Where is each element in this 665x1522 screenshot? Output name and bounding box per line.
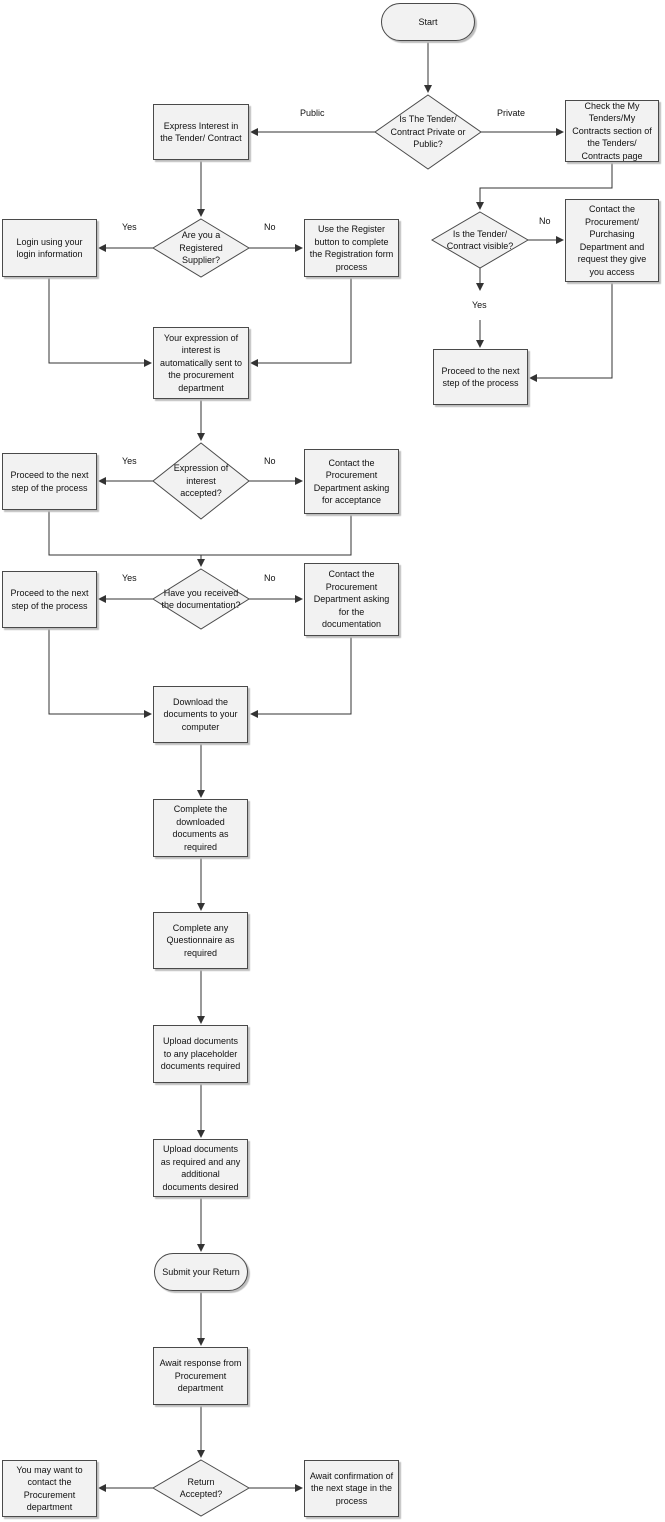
decision-return-shape: [152, 1459, 250, 1517]
connector-check-to-visible: [476, 162, 613, 210]
contact-purchasing-box: Contact the Procurement/ Purchasing Depa…: [565, 199, 659, 282]
await-confirmation-box: Await confirmation of the next stage in …: [304, 1460, 399, 1517]
decision-registered: Are you a Registered Supplier?: [179, 230, 223, 266]
questionnaire-box: Complete any Questionnaire as required: [153, 912, 248, 969]
decision-private-public-shape: [374, 94, 482, 170]
check-my-tenders-box: Check the My Tenders/My Contracts sectio…: [565, 100, 659, 162]
connector-acceptance-merge-right: [201, 514, 352, 556]
proceed-private-box: Proceed to the next step of the process: [433, 349, 528, 405]
decision-accepted: Expression of interest accepted?: [173, 463, 229, 499]
connector-contact-to-download: [250, 636, 352, 718]
decision-return: Return Accepted?: [179, 1476, 223, 1500]
await-response-box: Await response from Procurement departme…: [153, 1347, 248, 1405]
submit-return-terminal: Submit your Return: [154, 1253, 248, 1291]
start-terminal: Start: [381, 3, 475, 41]
connector-register-to-sent: [250, 277, 352, 367]
express-interest-box: Express Interest in the Tender/ Contract: [153, 104, 249, 160]
label-docs-yes: Yes: [122, 573, 137, 583]
download-box: Download the documents to your computer: [153, 686, 248, 743]
contact-acceptance-box: Contact the Procurement Department askin…: [304, 449, 399, 514]
decision-documentation-shape: [152, 568, 250, 630]
register-box: Use the Register button to complete the …: [304, 219, 399, 277]
contact-documentation-box: Contact the Procurement Department askin…: [304, 563, 399, 636]
upload-additional-box: Upload documents as required and any add…: [153, 1139, 248, 1197]
connector-proceed-merge-left: [48, 510, 201, 556]
decision-visible: Is the Tender/ Contract visible?: [446, 228, 514, 252]
complete-docs-box: Complete the downloaded documents as req…: [153, 799, 248, 857]
label-registered-yes: Yes: [122, 222, 137, 232]
label-registered-no: No: [264, 222, 276, 232]
proceed-accepted-box: Proceed to the next step of the process: [2, 453, 97, 510]
label-private: Private: [497, 108, 526, 118]
interest-sent-box: Your expression of interest is automatic…: [153, 327, 249, 399]
connector-login-to-sent: [48, 277, 152, 367]
decision-registered-shape: [152, 218, 250, 278]
label-docs-no: No: [264, 573, 276, 583]
proceed-docs-box: Proceed to the next step of the process: [2, 571, 97, 628]
connector-access-to-proceed: [529, 282, 613, 382]
decision-private-public: Is The Tender/ Contract Private or Publi…: [390, 114, 466, 150]
decision-documentation: Have you received the documentation?: [161, 587, 241, 611]
decision-accepted-shape: [152, 442, 250, 520]
login-box: Login using your login information: [2, 219, 97, 277]
label-public: Public: [300, 108, 325, 118]
contact-final-box: You may want to contact the Procurement …: [2, 1460, 97, 1517]
label-visible-no: No: [539, 216, 551, 226]
label-accepted-no: No: [264, 456, 276, 466]
upload-placeholder-box: Upload documents to any placeholder docu…: [153, 1025, 248, 1083]
label-visible-yes: Yes: [472, 300, 487, 310]
connector-proceed-to-download: [48, 628, 152, 718]
label-accepted-yes: Yes: [122, 456, 137, 466]
